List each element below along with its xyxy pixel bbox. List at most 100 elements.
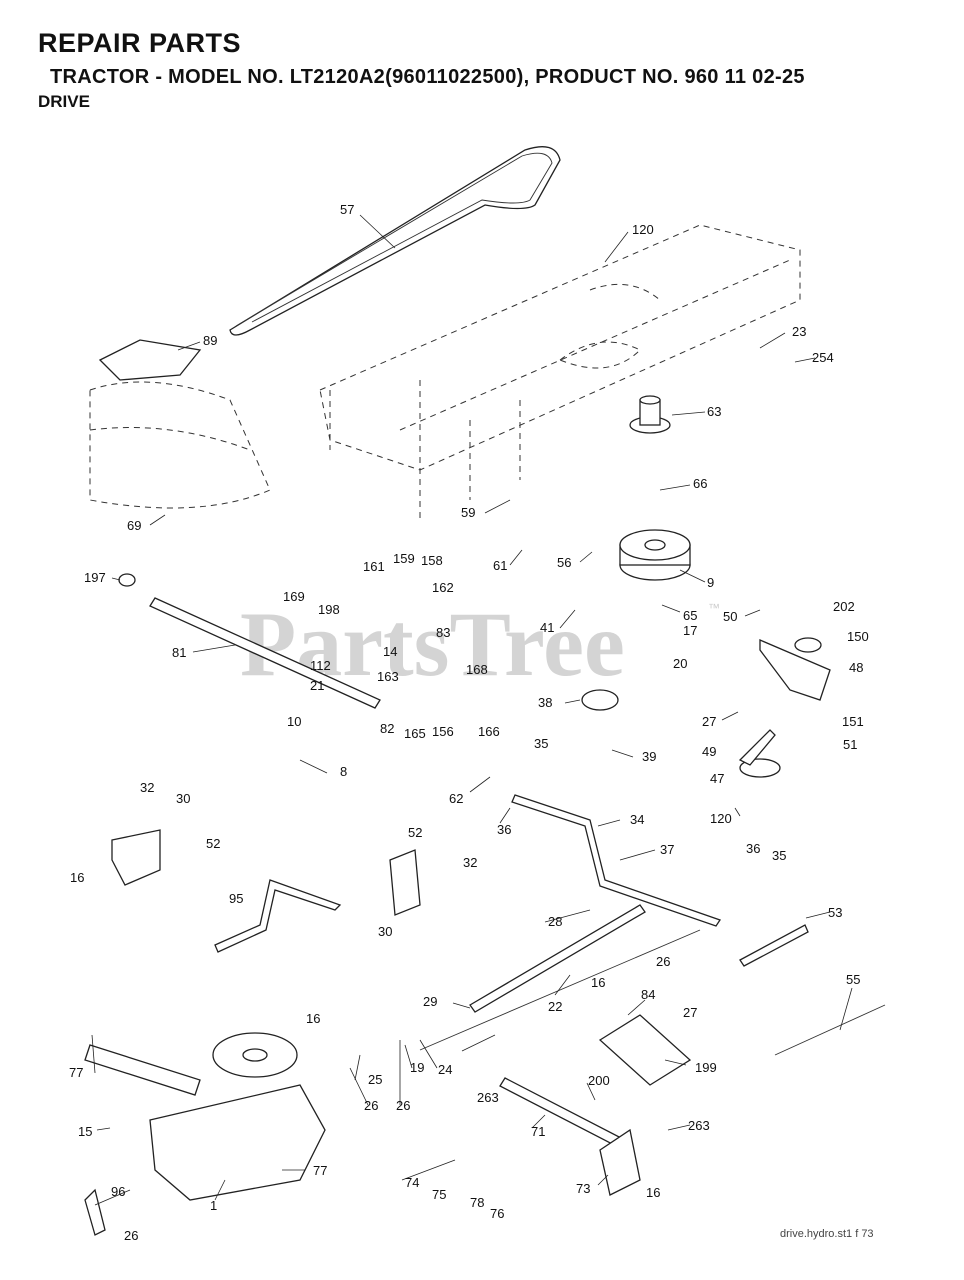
footer-code: drive.hydro.st1 f 73: [780, 1228, 874, 1240]
rod-34: [511, 794, 722, 927]
callout-label: 74: [405, 1175, 419, 1190]
bracket-199: [598, 1014, 692, 1086]
callout-label: 16: [591, 975, 605, 990]
callout-label: 169: [283, 589, 305, 604]
bracket-30-left: [111, 829, 161, 886]
callout-label: 9: [707, 575, 714, 590]
callout-label: 26: [124, 1228, 138, 1243]
callout-label: 84: [641, 987, 655, 1002]
callout-label: 61: [493, 558, 507, 573]
callout-label: 76: [490, 1206, 504, 1221]
callout-label: 48: [849, 660, 863, 675]
callout-label: 35: [772, 848, 786, 863]
callout-label: 16: [646, 1185, 660, 1200]
callout-label: 8: [340, 764, 347, 779]
callout-label: 29: [423, 994, 437, 1009]
callout-label: 34: [630, 812, 644, 827]
callout-label: 10: [287, 714, 301, 729]
callout-label: 36: [497, 822, 511, 837]
callout-label: 66: [693, 476, 707, 491]
callout-label: 77: [313, 1163, 327, 1178]
callout-label: 53: [828, 905, 842, 920]
callout-label: 59: [461, 505, 475, 520]
callout-labels: 57 120 89 23 254 63 66 69 59 61 56 9 197…: [69, 202, 869, 1243]
callout-label: 16: [306, 1011, 320, 1026]
callout-label: 23: [792, 324, 806, 339]
callout-label: 17: [683, 623, 697, 638]
callout-label: 120: [710, 811, 732, 826]
callout-label: 200: [588, 1073, 610, 1088]
callout-label: 198: [318, 602, 340, 617]
callout-label: 168: [466, 662, 488, 677]
callout-label: 158: [421, 553, 443, 568]
callout-label: 254: [812, 350, 834, 365]
callout-label: 27: [702, 714, 716, 729]
clutch-9: [619, 529, 691, 581]
callout-label: 56: [557, 555, 571, 570]
callout-label: 36: [746, 841, 760, 856]
callout-label: 156: [432, 724, 454, 739]
callout-label: 69: [127, 518, 141, 533]
callout-label: 78: [470, 1195, 484, 1210]
callout-label: 1: [210, 1198, 217, 1213]
callout-label: 73: [576, 1181, 590, 1196]
callout-label: 57: [340, 202, 354, 217]
callout-label: 26: [656, 954, 670, 969]
callout-label: 165: [404, 726, 426, 741]
callout-label: 150: [847, 629, 869, 644]
section-title: DRIVE: [38, 92, 90, 111]
page-title: REPAIR PARTS: [38, 28, 242, 58]
callout-label: 32: [140, 780, 154, 795]
callout-label: 162: [432, 580, 454, 595]
callout-label: 120: [632, 222, 654, 237]
callout-label: 112: [310, 658, 331, 673]
rod-22: [419, 929, 701, 1051]
rod-28: [469, 904, 646, 1013]
callout-label: 263: [477, 1090, 499, 1105]
bracket-73: [599, 1128, 641, 1196]
callout-label: 25: [368, 1072, 382, 1087]
callout-label: 51: [843, 737, 857, 752]
callout-label: 151: [842, 714, 864, 729]
callout-label: 15: [78, 1124, 92, 1139]
spring-55: [774, 1004, 886, 1056]
callout-label: 37: [660, 842, 674, 857]
callout-label: 62: [449, 791, 463, 806]
callout-label: 65: [683, 608, 697, 623]
callout-label: 159: [393, 551, 415, 566]
callout-label: 41: [540, 620, 554, 635]
callout-label: 197: [84, 570, 106, 585]
front-mount-89: [89, 339, 271, 509]
callout-label: 38: [538, 695, 552, 710]
callout-label: 21: [310, 678, 324, 693]
callout-label: 95: [229, 891, 243, 906]
tractor-frame: [319, 224, 801, 520]
callout-label: 14: [383, 644, 397, 659]
callout-label: 49: [702, 744, 716, 759]
callout-label: 75: [432, 1187, 446, 1202]
callout-label: 28: [548, 914, 562, 929]
callout-label: 30: [378, 924, 392, 939]
callout-label: 89: [203, 333, 217, 348]
pulley-63: [629, 395, 671, 434]
callout-label: 199: [695, 1060, 717, 1075]
callout-label: 52: [408, 825, 422, 840]
callout-label: 63: [707, 404, 721, 419]
rod-53: [739, 924, 809, 967]
callout-label: 27: [683, 1005, 697, 1020]
callout-label: 77: [69, 1065, 83, 1080]
drive-belt-57: [229, 146, 561, 336]
callout-label: 47: [710, 771, 724, 786]
bracket-30-center: [389, 849, 421, 916]
callout-label: 52: [206, 836, 220, 851]
callout-label: 83: [436, 625, 450, 640]
callout-label: 39: [642, 749, 656, 764]
model-subtitle: TRACTOR - MODEL NO. LT2120A2(96011022500…: [50, 66, 805, 88]
callout-label: 26: [364, 1098, 378, 1113]
callout-label: 24: [438, 1062, 452, 1077]
callout-label: 19: [410, 1060, 424, 1075]
callout-label: 26: [396, 1098, 410, 1113]
watermark-mark: ™: [708, 601, 720, 615]
rod-95: [214, 879, 342, 953]
callout-label: 161: [363, 559, 385, 574]
